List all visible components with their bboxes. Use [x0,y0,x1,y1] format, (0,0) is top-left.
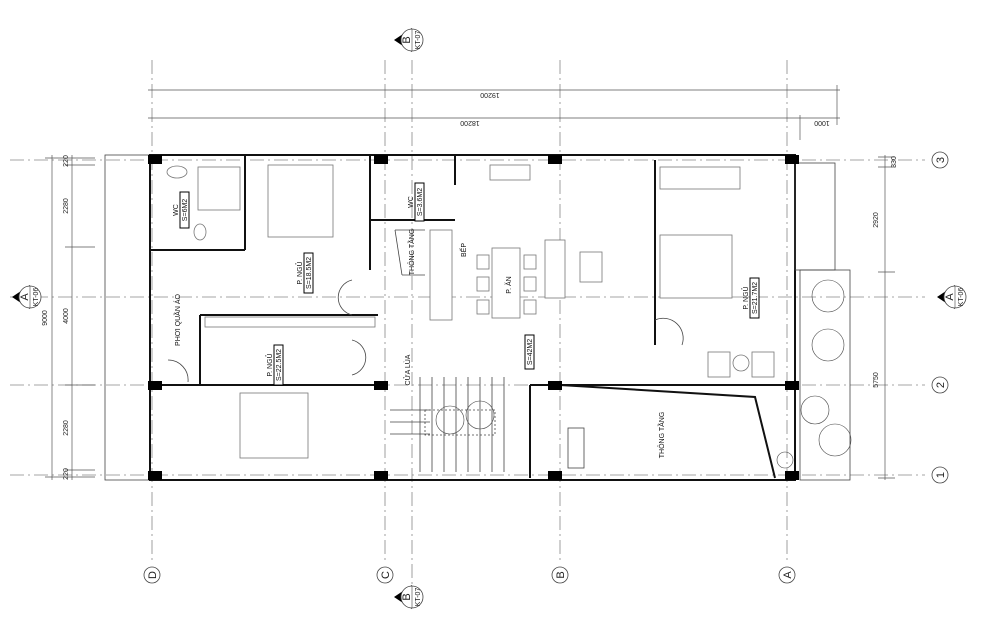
svg-text:A: A [944,293,956,301]
planters [435,279,852,469]
grid-bubble-b: B [551,566,569,584]
room-wc-middle: WC S=3.6M2 [408,182,425,222]
svg-text:S=42M2: S=42M2 [527,339,534,365]
kitchen-sink [489,164,531,181]
shower [197,166,241,211]
svg-text:KT-07: KT-07 [415,588,422,607]
grid-bubble-c: C [376,566,394,584]
room-bedroom-2: P. NGỦ S=22.5M2 [265,344,284,386]
svg-text:P. NGỦ: P. NGỦ [265,353,274,376]
svg-text:S=3.6M2: S=3.6M2 [417,188,424,216]
dim-left-4: 220 [63,468,70,480]
svg-text:S=6M2: S=6M2 [182,199,189,221]
room-bedroom-1: P. NGỦ S=18.5M2 [295,252,314,294]
svg-text:B: B [555,571,567,578]
dim-left-3: 2280 [63,420,70,436]
room-living-area: S=42M2 [524,334,535,370]
svg-text:2: 2 [935,382,947,388]
room-sliding-door: CỬA LÙA [403,354,412,385]
svg-text:WC: WC [408,196,415,208]
grid-bubble-2: 2 [931,376,949,394]
wardrobe-2 [659,166,741,190]
dim-left-0: 220 [63,155,70,167]
dim-right-2: 5750 [873,372,880,388]
dim-left-1: 2280 [63,198,70,214]
sink [166,165,188,179]
room-void-1: THÔNG TẦNG [406,229,416,276]
toilet [193,223,207,241]
dim-left-2: 4000 [63,308,70,324]
sofa [544,239,566,299]
section-marker-b-top: B KT-07 [394,28,424,52]
kitchen-counter [429,229,453,321]
room-wc-left: WC S=6M2 [173,191,190,229]
dim-right-1: 2920 [873,212,880,228]
room-dining: P. ĂN [504,276,513,293]
svg-text:KT-06: KT-06 [958,288,965,307]
wardrobe-1 [204,316,376,328]
svg-text:D: D [147,571,159,579]
dim-top-main: 18200 [460,119,480,126]
staircase [390,377,505,472]
dining-table [491,247,521,319]
room-kitchen: BẾP [458,243,468,257]
section-marker-a-right: A KT-06 [937,285,967,309]
grid-bubble-1: 1 [931,466,949,484]
bed-3 [659,234,733,299]
room-bedroom-3: P. NGỦ S=21.7M2 [741,277,760,319]
svg-text:KT-06: KT-06 [33,288,40,307]
room-void-2: THÔNG TẦNG [656,412,666,459]
svg-text:S=18.5M2: S=18.5M2 [306,257,313,289]
grid-bubble-3: 3 [931,151,949,169]
svg-text:S=21.7M2: S=21.7M2 [752,282,759,314]
grid-bubbles: D C B A 3 2 1 [143,151,949,584]
walls [104,154,851,481]
dim-top-overall: 19200 [480,91,500,98]
svg-text:WC: WC [173,204,180,216]
svg-text:S=22.5M2: S=22.5M2 [276,349,283,381]
svg-text:P. NGỦ: P. NGỦ [741,286,750,309]
columns [148,155,799,480]
svg-text:C: C [380,571,392,579]
section-marker-a-left: A KT-06 [12,285,42,309]
coffee-table [579,251,603,283]
furniture [166,164,775,459]
svg-text:3: 3 [935,157,947,163]
room-labels: WC S=6M2 P. NGỦ S=18.5M2 PHƠI QUẦN ÁO P.… [172,182,760,459]
dimension-lines [45,85,895,480]
room-drying: PHƠI QUẦN ÁO [172,293,182,345]
svg-text:1: 1 [935,472,947,478]
svg-text:B: B [401,593,413,600]
section-markers: A KT-06 A KT-06 B KT-07 B KT-07 [12,28,967,609]
grid-lines [10,60,925,590]
svg-text:P. NGỦ: P. NGỦ [295,261,304,284]
dim-left-total: 9000 [42,310,49,326]
dim-top-balcony: 1000 [814,119,830,126]
dim-right-0: 330 [891,156,898,168]
svg-text:A: A [19,293,31,301]
section-marker-b-bottom: B KT-07 [394,585,424,609]
svg-text:B: B [401,36,413,43]
bed-1 [267,164,334,238]
svg-text:A: A [782,571,794,579]
bed-2 [239,392,309,459]
grid-bubble-d: D [143,566,161,584]
grid-bubble-a: A [778,566,796,584]
svg-text:KT-07: KT-07 [415,31,422,50]
